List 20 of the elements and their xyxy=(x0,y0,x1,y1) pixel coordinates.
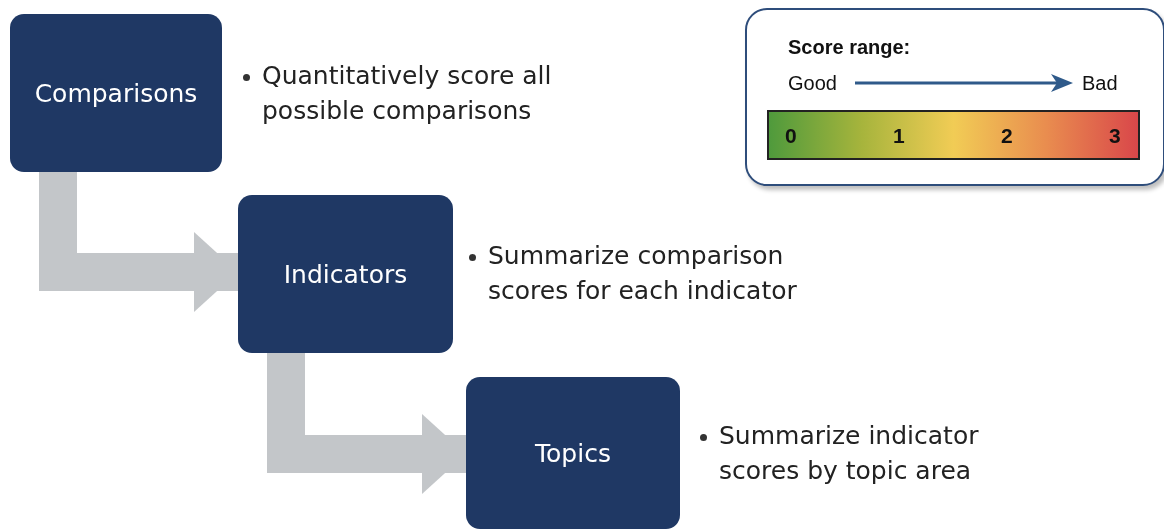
bullet-text: Summarize comparison scores for each indicator xyxy=(488,240,798,307)
elbow-arrow xyxy=(267,353,466,494)
process-box xyxy=(10,14,222,172)
legend-title: Score range: xyxy=(788,36,911,59)
scale-label: Good xyxy=(788,72,837,95)
process-box xyxy=(466,377,680,529)
scale-value: 3 xyxy=(1109,124,1121,148)
scale-value: 2 xyxy=(1001,124,1013,148)
elbow-arrow xyxy=(39,172,238,312)
bullet-text: Quantitatively score all possible comparisons xyxy=(262,60,553,127)
step-title: Comparisons xyxy=(34,78,198,108)
scale-label: Bad xyxy=(1082,72,1118,95)
gradient-scale-bar xyxy=(767,110,1140,160)
scale-value: 0 xyxy=(785,124,797,148)
process-box xyxy=(238,195,453,353)
bullet-text: Summarize indicator scores by topic area xyxy=(719,420,980,487)
step-title: Topics xyxy=(535,438,611,468)
step-title: Indicators xyxy=(283,259,408,289)
legend-panel xyxy=(745,8,1164,186)
scale-value: 1 xyxy=(893,124,905,148)
